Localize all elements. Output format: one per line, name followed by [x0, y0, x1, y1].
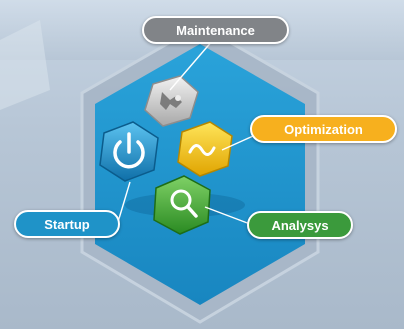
- background-panel-shape: [0, 20, 50, 110]
- startup-hexagon[interactable]: [99, 121, 159, 182]
- connector-maintenance: [169, 39, 214, 91]
- wave-icon: [188, 144, 216, 156]
- maintenance-hexagon[interactable]: [144, 75, 199, 127]
- power-icon: [113, 132, 145, 169]
- startup-callout: Startup: [14, 210, 120, 238]
- analysys-callout: Analysys: [247, 211, 353, 239]
- magnifier-icon: [170, 189, 198, 218]
- optimization-hexagon[interactable]: [177, 121, 233, 177]
- wrench-icon: [160, 92, 182, 110]
- maintenance-callout: Maintenance: [142, 16, 289, 44]
- connector-startup: [117, 181, 131, 223]
- connector-analysys: [204, 206, 251, 225]
- optimization-callout: Optimization: [250, 115, 397, 143]
- analysys-hexagon[interactable]: [153, 175, 211, 235]
